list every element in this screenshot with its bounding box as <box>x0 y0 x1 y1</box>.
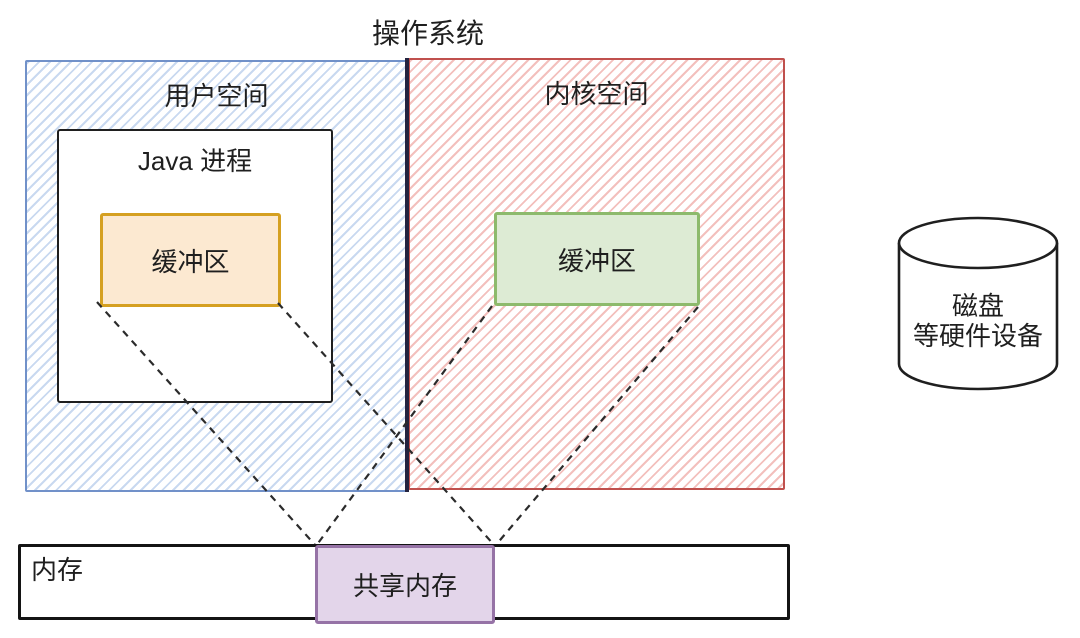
java-process-label: Java 进程 <box>137 146 253 176</box>
kernel-space-label: 内核空间 <box>544 79 649 109</box>
user-space-label: 用户空间 <box>164 81 269 111</box>
disk-label-line1: 磁盘 <box>952 291 1004 321</box>
kernel-buffer-label: 缓冲区 <box>557 245 636 276</box>
disk-label-line2: 等硬件设备 <box>913 321 1043 351</box>
disk-cylinder: 磁盘 等硬件设备 <box>897 216 1059 391</box>
disk-cylinder-top <box>897 216 1059 270</box>
user-buffer-label: 缓冲区 <box>151 246 230 277</box>
user-space-box: 用户空间 Java 进程 缓冲区 <box>25 60 408 492</box>
kernel-buffer-box: 缓冲区 <box>494 212 700 306</box>
memory-label: 内存 <box>31 555 84 585</box>
user-buffer-box: 缓冲区 <box>100 213 281 307</box>
shared-memory-label: 共享内存 <box>352 571 457 601</box>
disk-cylinder-body <box>897 243 1059 391</box>
shared-memory-box: 共享内存 <box>315 545 495 624</box>
java-process-box: Java 进程 缓冲区 <box>57 129 333 403</box>
diagram-title: 操作系统 <box>371 18 484 49</box>
space-divider-line <box>405 58 409 492</box>
kernel-space-box: 内核空间 缓冲区 <box>408 58 785 490</box>
